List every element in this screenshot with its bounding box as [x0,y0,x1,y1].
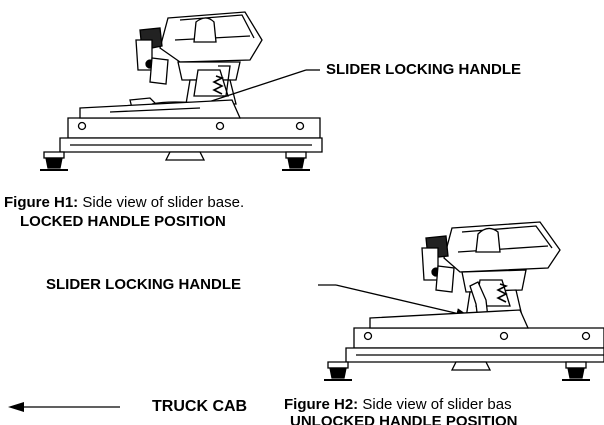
figure-h2-caption-subtitle: UNLOCKED HANDLE POSITION [290,413,518,425]
truck-cab-arrow [8,402,120,412]
truck-cab-label: TRUCK CAB [152,398,248,415]
figure-h1-caption-subtitle: LOCKED HANDLE POSITION [20,213,226,230]
figure-h2-caption-label: Figure H2: [284,396,359,413]
figure-h2-caption: Figure H2: Side view of slider bas [284,396,512,413]
figure-h2-callout-label: SLIDER LOCKING HANDLE [46,276,241,293]
figure-h2-caption-text: Side view of slider bas [362,396,512,413]
figure-h1-caption: Figure H1: Side view of slider base. [4,194,244,211]
figure-h2-drawing [318,221,604,381]
figure-h2-caption-wrapper: Figure H2: Side view of slider bas UNLOC… [284,396,604,425]
figure-h1-caption-text: Side view of slider base. [82,194,245,211]
figure-h1-caption-label: Figure H1: [4,194,79,211]
figure-h1-callout-label: SLIDER LOCKING HANDLE [326,61,521,78]
figure-h1-drawing [40,11,323,171]
